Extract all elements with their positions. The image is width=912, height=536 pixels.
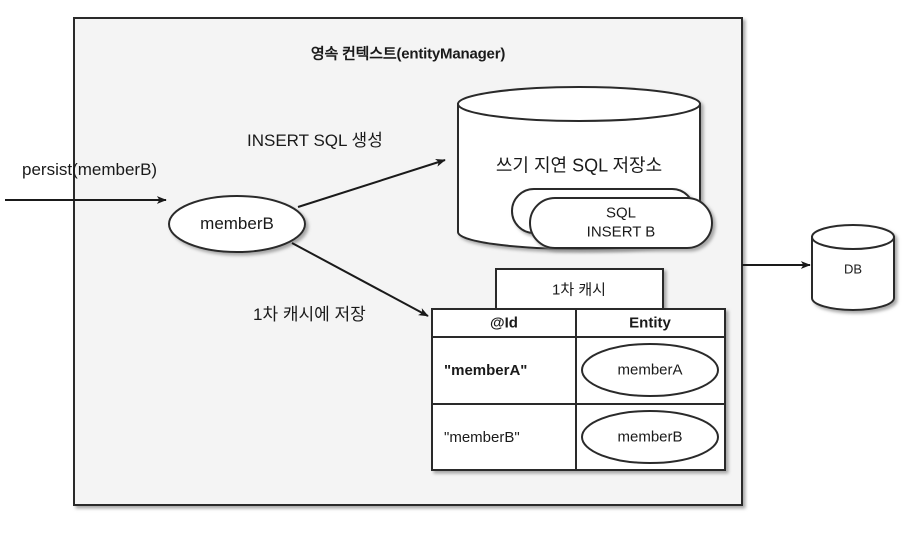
- first-level-cache-table: [431, 308, 726, 471]
- persistence-context-title: 영속 컨텍스트(entityManager): [310, 45, 506, 63]
- memberb-entity-node: [168, 195, 306, 253]
- persist-call-label: persist(memberB): [22, 160, 158, 179]
- table-header-id: @Id: [490, 314, 518, 332]
- sql-card-line2: INSERT B: [586, 223, 656, 240]
- table-row-entity-1: memberB: [617, 428, 683, 446]
- table-header-entity: Entity: [629, 314, 671, 332]
- database-label: DB: [843, 261, 863, 277]
- insert-sql-edge: [297, 158, 446, 208]
- first-level-cache-title: 1차 캐시: [552, 281, 606, 299]
- sql-card-front: [529, 197, 713, 249]
- table-row-id-0: "memberA": [444, 362, 528, 379]
- cache-store-edge: [291, 242, 429, 317]
- write-behind-store-label: 쓰기 지연 SQL 저장소: [495, 155, 663, 176]
- insert-sql-edge-label: INSERT SQL 생성: [247, 131, 383, 150]
- table-row-id-1: "memberB": [444, 429, 520, 446]
- sql-card-line1: SQL: [605, 204, 637, 222]
- cache-store-edge-label: 1차 캐시에 저장: [253, 305, 366, 324]
- table-row-entity-0: memberA: [617, 361, 683, 379]
- memberb-node-label: memberB: [200, 214, 274, 234]
- database-cylinder: [811, 224, 895, 311]
- sql-card-label: SQL INSERT B: [587, 204, 656, 242]
